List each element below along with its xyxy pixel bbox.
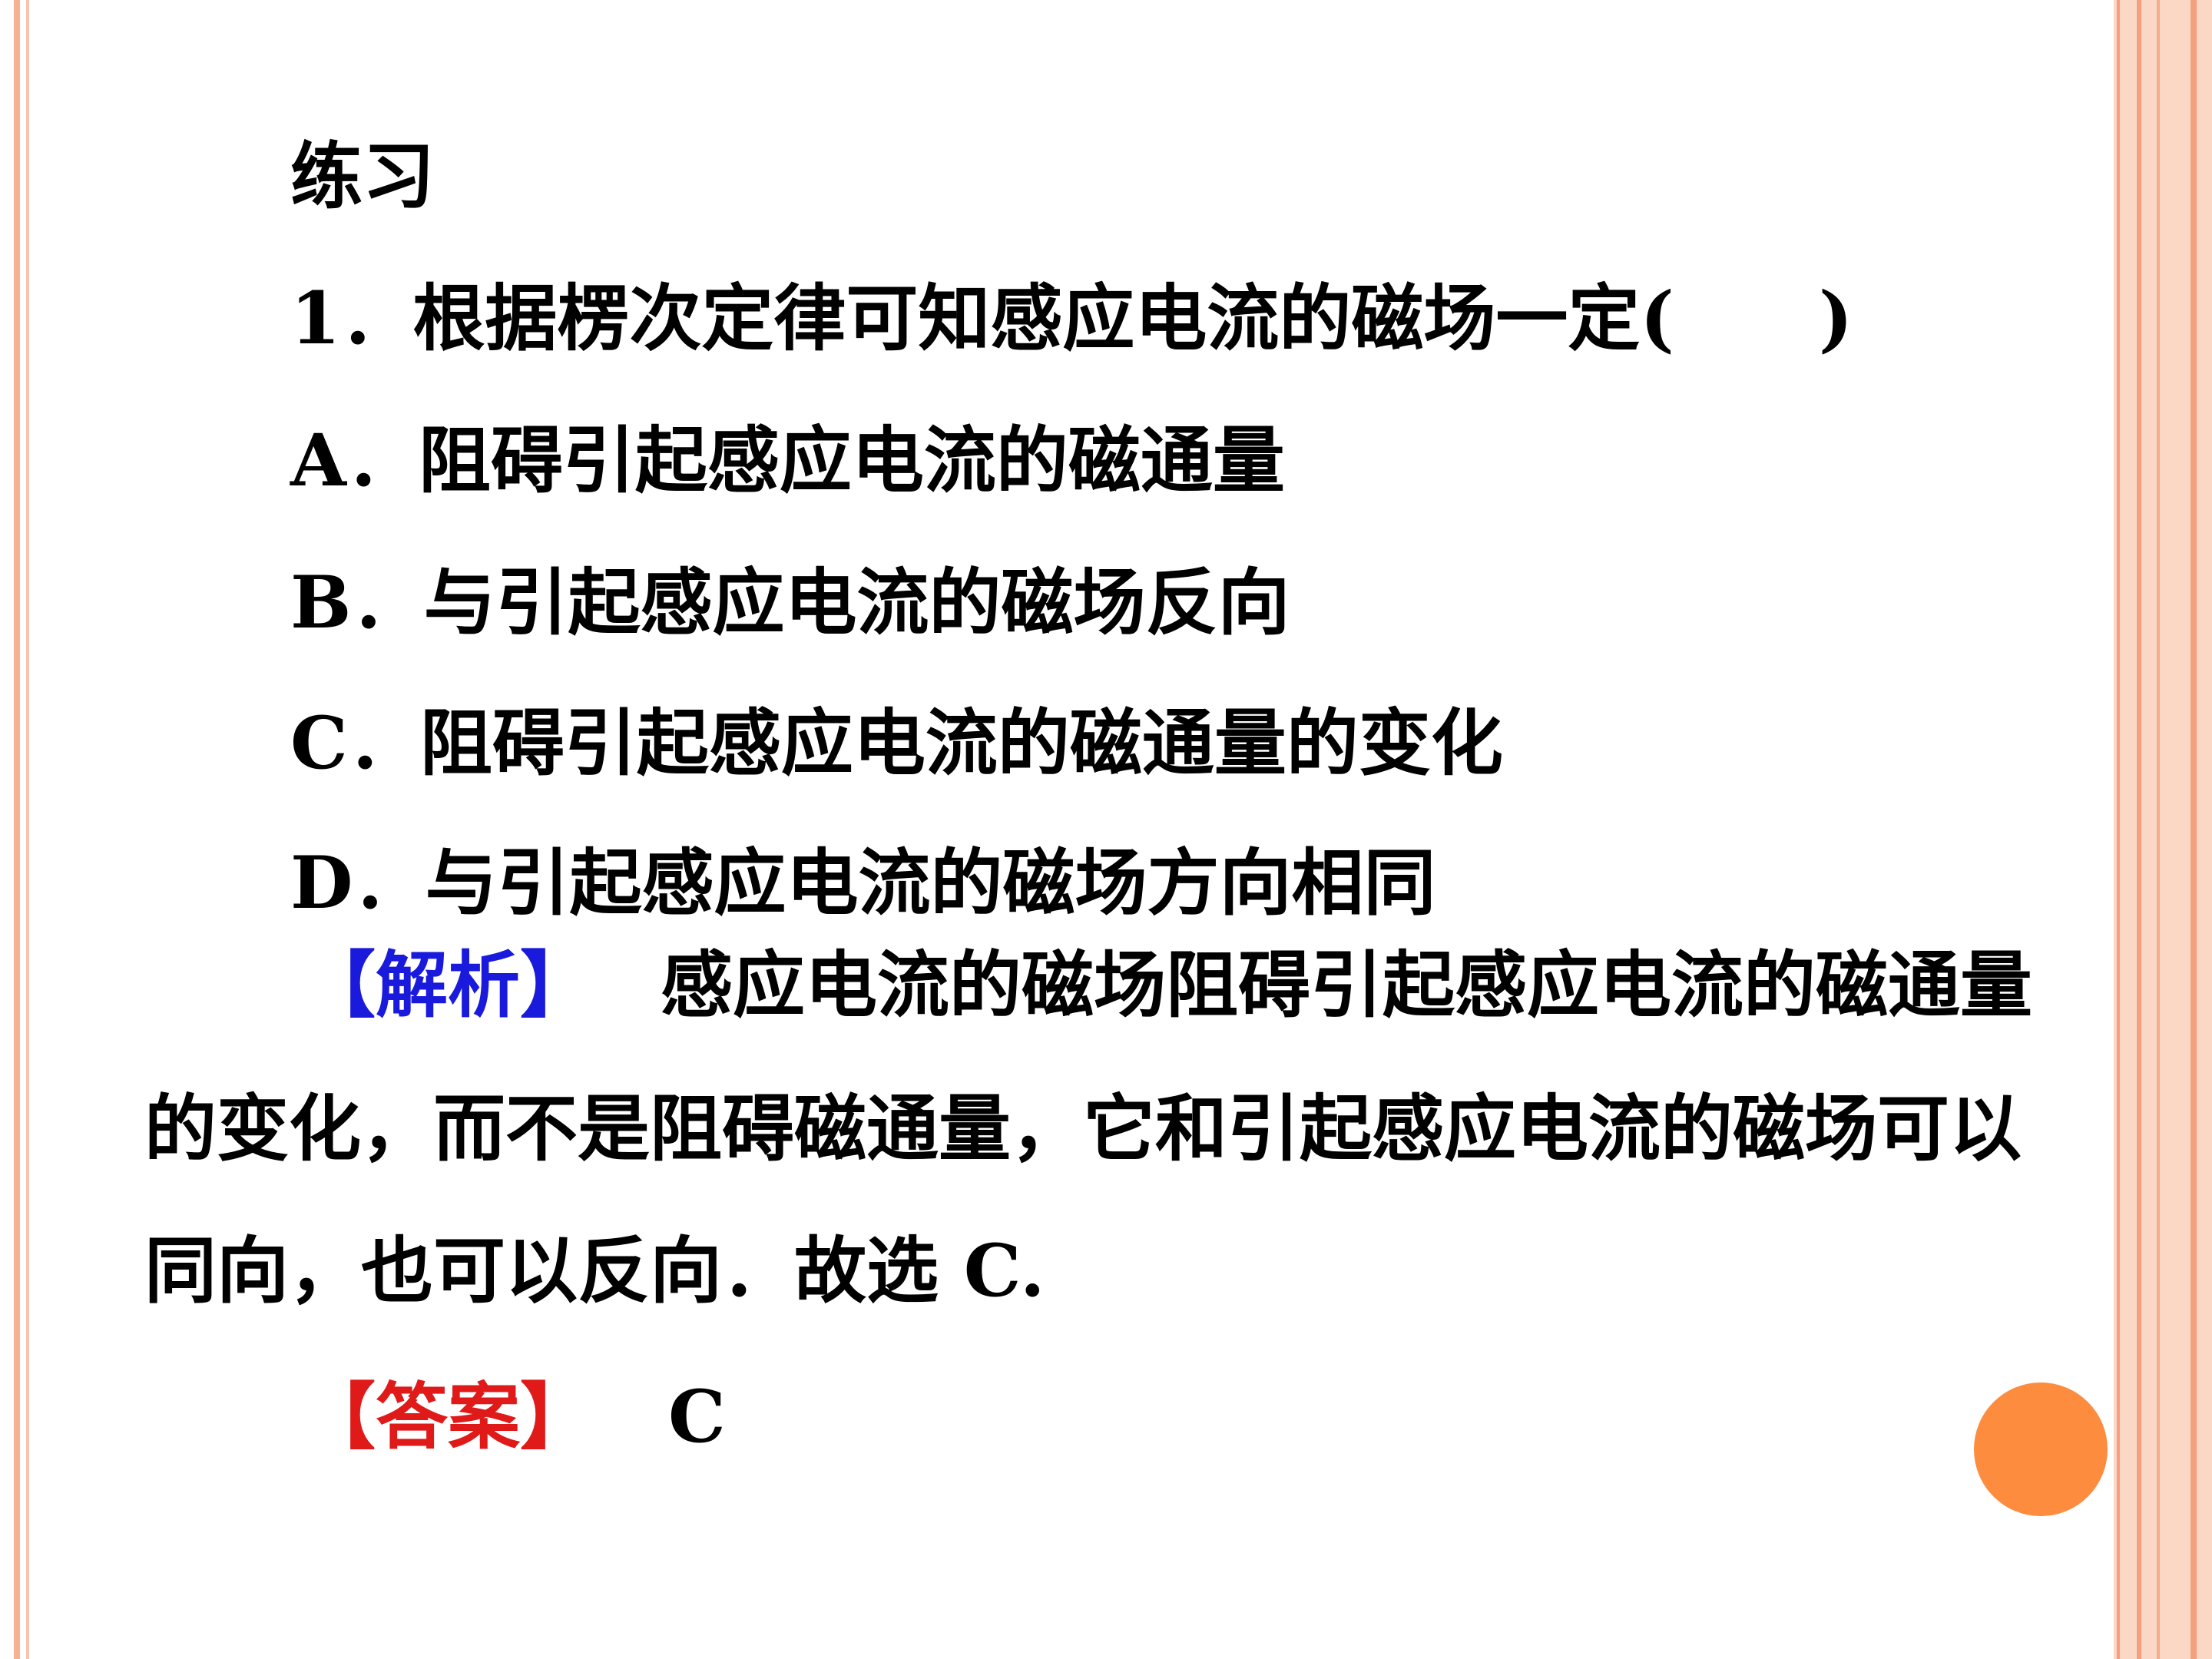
right-decor-panel — [2114, 0, 2212, 1659]
option-c: C．阻碍引起感应电流的磁通量的变化 — [290, 701, 1503, 786]
option-d: D．与引起感应电流的磁场方向相同 — [290, 841, 1436, 926]
orange-circle-decoration — [1974, 1382, 2108, 1516]
analysis-line-3: 同向，也可以反向．故选 C. — [144, 1229, 1045, 1313]
question-text: 1．根据楞次定律可知感应电流的磁场一定( ) — [290, 276, 1853, 361]
option-b: B．与引起感应电流的磁场反向 — [290, 561, 1290, 645]
left-border-stripe-outer — [14, 0, 20, 1659]
option-a: A．阻碍引起感应电流的磁通量 — [290, 419, 1285, 503]
answer-value: C — [668, 1375, 726, 1459]
left-border-stripe-inner — [26, 0, 29, 1659]
slide-heading: 练习 — [290, 134, 435, 219]
analysis-line-2: 的变化，而不是阻碍磁通量，它和引起感应电流的磁场可以 — [144, 1087, 2022, 1171]
analysis-label: 【解析】 — [303, 943, 593, 1028]
answer-label: 【答案】 — [303, 1375, 593, 1459]
analysis-line-1: 感应电流的磁场阻碍引起感应电流的磁通量 — [661, 943, 2033, 1028]
